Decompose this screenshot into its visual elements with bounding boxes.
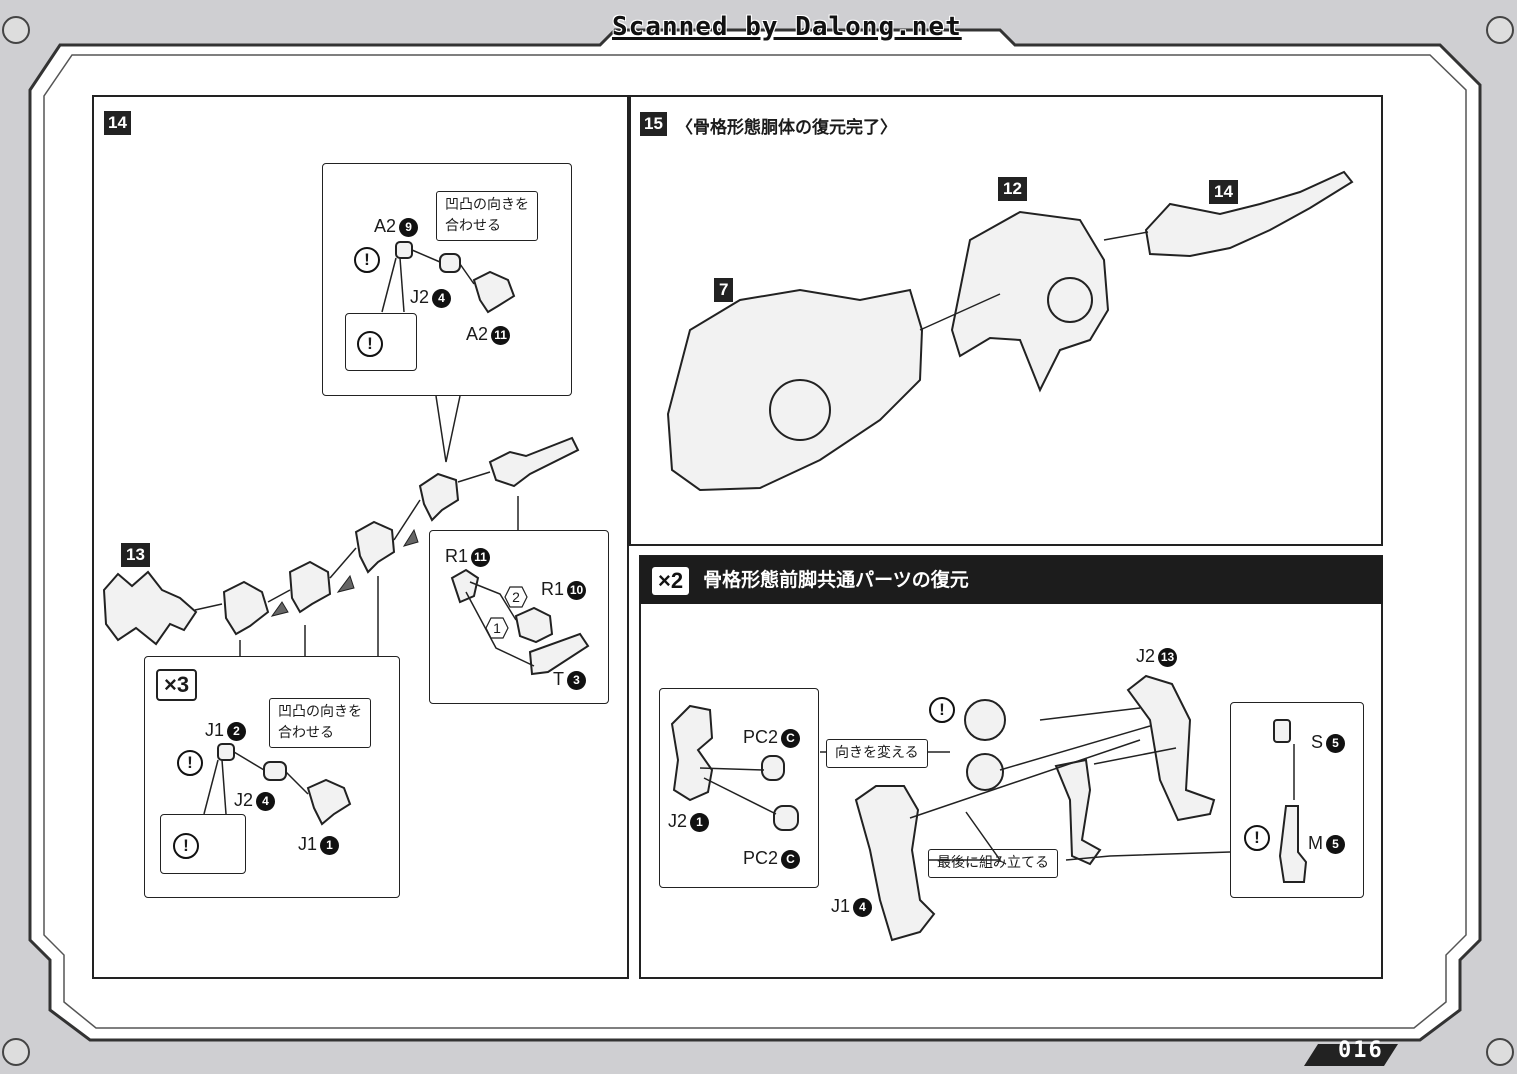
caution-icon: ! bbox=[354, 247, 380, 273]
front-leg-header: ×2 骨格形態前脚共通パーツの復元 bbox=[640, 556, 1383, 604]
page-number-tab bbox=[1304, 1044, 1398, 1066]
caution-icon: ! bbox=[173, 833, 199, 859]
step-14-badge: 14 bbox=[104, 111, 131, 135]
ref-step-12: 12 bbox=[998, 177, 1027, 201]
caution-icon: ! bbox=[1244, 825, 1270, 851]
caution-icon: ! bbox=[177, 750, 203, 776]
ref-step-7: 7 bbox=[714, 278, 734, 302]
page-number: 016 bbox=[1338, 1038, 1384, 1063]
order-marker-1: 1 bbox=[485, 617, 509, 639]
step-15-badge: 15 bbox=[640, 112, 667, 136]
caution-icon: ! bbox=[357, 331, 383, 357]
step-14-repeat-badge: ×3 bbox=[156, 669, 198, 701]
step-15-title: 〈骨格形態胴体の復元完了〉 bbox=[676, 118, 897, 138]
corner-bolt-icon bbox=[2, 16, 30, 44]
step-15-panel bbox=[629, 95, 1383, 546]
watermark: Scanned by Dalong.net bbox=[612, 12, 962, 42]
caution-icon: ! bbox=[929, 697, 955, 723]
front-leg-repeat-badge: ×2 bbox=[652, 566, 690, 595]
corner-bolt-icon bbox=[1486, 16, 1514, 44]
align-note-top: 凹凸の向きを 合わせる bbox=[436, 191, 538, 241]
align-note-bottom: 凹凸の向きを 合わせる bbox=[269, 698, 371, 748]
turn-direction-note: 向きを変える bbox=[826, 739, 928, 768]
order-marker-2: 2 bbox=[504, 586, 528, 608]
ref-step-14: 14 bbox=[1209, 180, 1238, 204]
corner-bolt-icon bbox=[1486, 1038, 1514, 1066]
ref-step-13: 13 bbox=[121, 543, 150, 567]
corner-bolt-icon bbox=[2, 1038, 30, 1066]
front-leg-title: 骨格形態前脚共通パーツの復元 bbox=[703, 569, 969, 591]
assemble-last-note: 最後に組み立てる bbox=[928, 849, 1058, 878]
